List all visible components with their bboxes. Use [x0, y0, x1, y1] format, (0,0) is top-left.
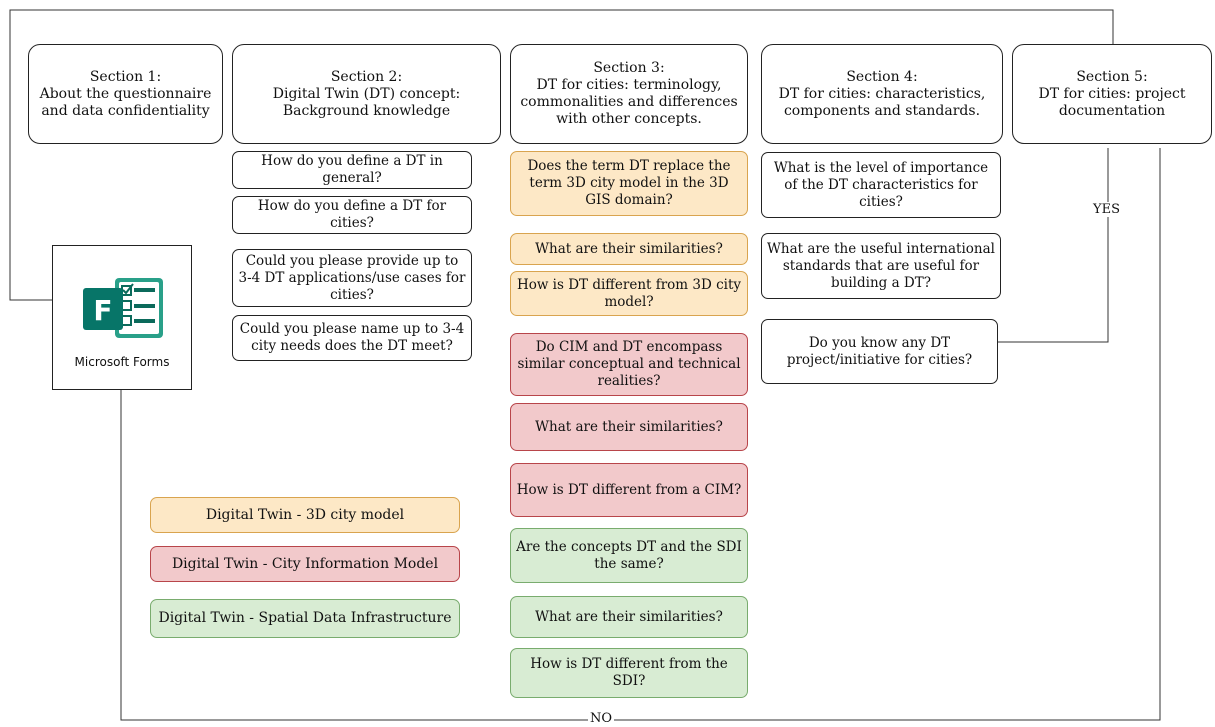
section-3-question: How is DT different from the SDI?	[510, 648, 748, 698]
legend-item-3d-city-model: Digital Twin - 3D city model	[150, 497, 460, 533]
section-3-question: How is DT different from 3D city model?	[510, 271, 748, 316]
section-3-question: What are their similarities?	[510, 233, 748, 265]
section-2-question: How do you define a DT for cities?	[232, 196, 472, 234]
section-5-box: Section 5: DT for cities: project docume…	[1012, 44, 1212, 144]
legend-item-city-information-model: Digital Twin - City Information Model	[150, 546, 460, 582]
section-2-label: Section 2: Digital Twin (DT) concept: Ba…	[272, 68, 461, 119]
legend-item-spatial-data-infrastructure: Digital Twin - Spatial Data Infrastructu…	[150, 599, 460, 638]
yes-edge-label: YES	[1091, 202, 1122, 217]
section-2-question: Could you please provide up to 3-4 DT ap…	[232, 249, 472, 307]
section-2-box: Section 2: Digital Twin (DT) concept: Ba…	[232, 44, 501, 144]
section-3-label: Section 3: DT for cities: terminology, c…	[520, 60, 738, 127]
section-3-question: What are their similarities?	[510, 596, 748, 638]
section-2-question: Could you please name up to 3-4 city nee…	[232, 315, 472, 361]
section-4-label: Section 4: DT for cities: characteristic…	[778, 68, 986, 119]
section-1-box: Section 1: About the questionnaire and d…	[28, 44, 223, 144]
no-edge-label: NO	[588, 711, 615, 726]
section-5-label: Section 5: DT for cities: project docume…	[1038, 68, 1186, 119]
microsoft-forms-label: Microsoft Forms	[74, 355, 170, 369]
section-2-question: How do you define a DT in general?	[232, 151, 472, 189]
section-3-question: Are the concepts DT and the SDI the same…	[510, 528, 748, 583]
section-4-question: What is the level of importance of the D…	[761, 152, 1001, 218]
section-3-question: How is DT different from a CIM?	[510, 463, 748, 517]
section-3-question: What are their similarities?	[510, 403, 748, 451]
section-1-label: Section 1: About the questionnaire and d…	[39, 68, 212, 119]
section-4-question: What are the useful international standa…	[761, 233, 1001, 299]
svg-text:F: F	[93, 294, 112, 327]
section-3-box: Section 3: DT for cities: terminology, c…	[510, 44, 748, 144]
section-3-question: Do CIM and DT encompass similar conceptu…	[510, 333, 748, 396]
section-3-question: Does the term DT replace the term 3D cit…	[510, 151, 748, 216]
section-4-question: Do you know any DT project/initiative fo…	[761, 319, 998, 384]
microsoft-forms-icon: F	[83, 278, 163, 338]
microsoft-forms-box: F Microsoft Forms	[52, 245, 192, 390]
section-4-box: Section 4: DT for cities: characteristic…	[761, 44, 1003, 144]
